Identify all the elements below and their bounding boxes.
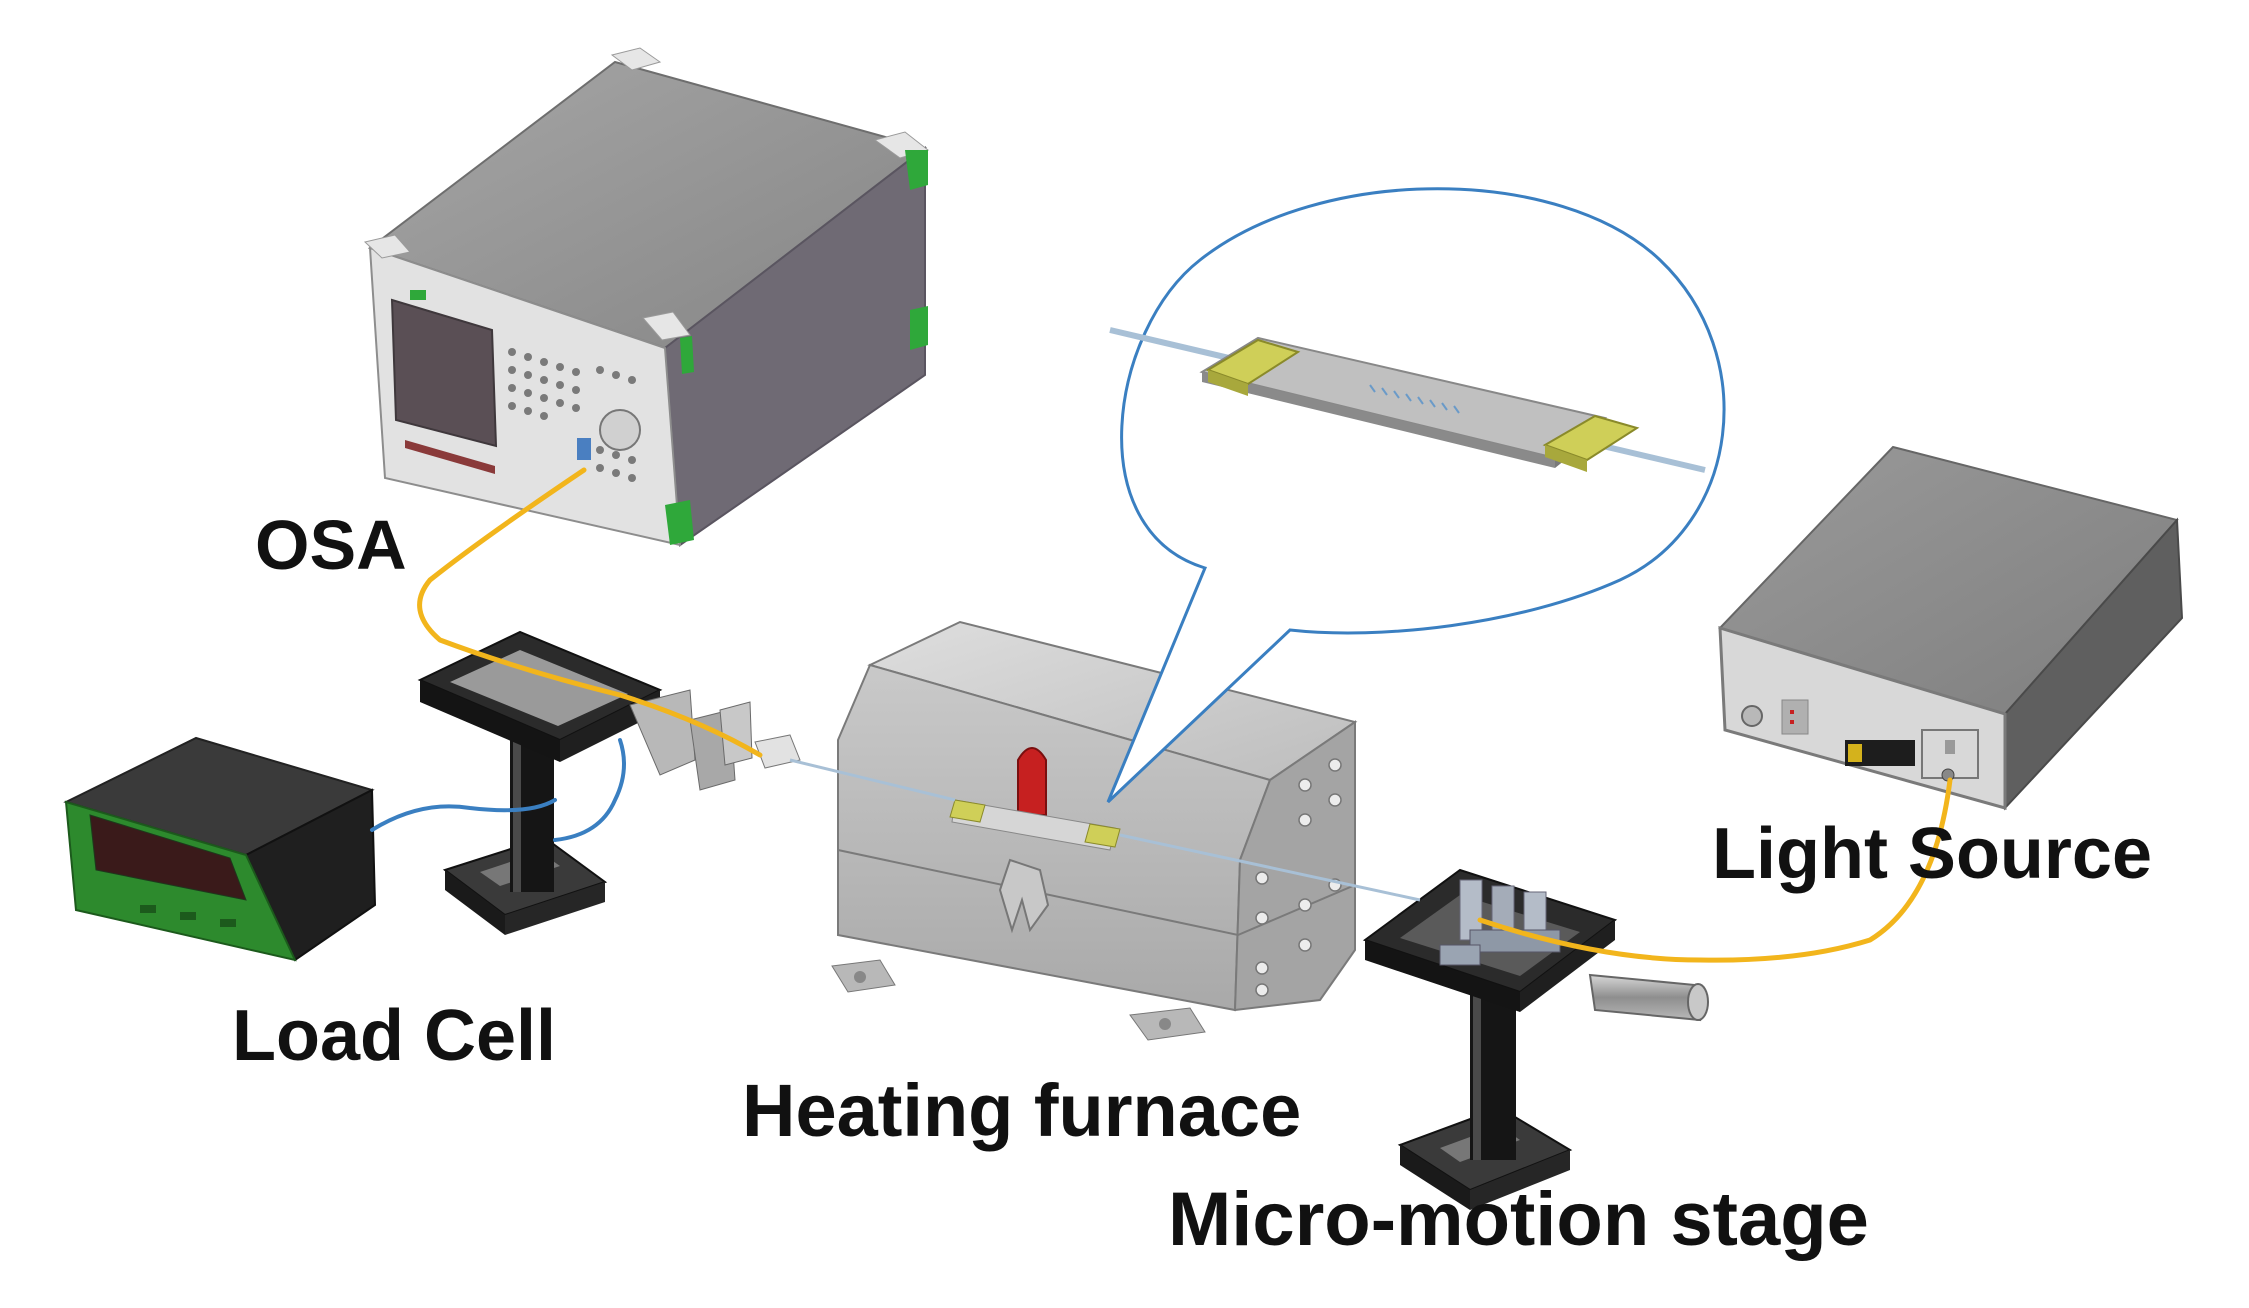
- osa-corner-bumpers: [363, 47, 930, 545]
- load-cell-display: [89, 814, 247, 901]
- heating-furnace-label: Heating furnace: [742, 1069, 1302, 1152]
- bare-fiber: [789, 758, 1421, 902]
- light-source-instrument: [1718, 445, 2184, 811]
- furnace-indicator-light: [1017, 747, 1047, 816]
- light-source-front: [1718, 625, 2007, 810]
- micro-motion-stage-label: Micro-motion stage: [1168, 1177, 1869, 1262]
- light-source-power-icon: [1741, 705, 1763, 727]
- furnace-clamp-pad-left: [949, 799, 986, 823]
- callout-bubble: [1106, 187, 1726, 804]
- signal-cables: [370, 738, 626, 842]
- optical-fibers: [417, 467, 1953, 963]
- osa-keypad: [508, 348, 636, 482]
- osa-fiber-port: [577, 438, 591, 460]
- light-source-label: Light Source: [1712, 814, 2153, 894]
- osa-instrument: [363, 47, 930, 547]
- osa-knob-icon: [599, 409, 641, 451]
- sensor-callout: [1106, 187, 1726, 804]
- load-cell-indicator: [63, 736, 377, 962]
- osa-label: OSA: [255, 506, 407, 584]
- load-cell-stand: [417, 630, 801, 935]
- osa-screen: [390, 298, 498, 448]
- heating-furnace: [831, 620, 1358, 1041]
- micro-motion-stage: [1362, 868, 1709, 1210]
- load-cell-label: Load Cell: [232, 996, 557, 1076]
- furnace-clamp-pad-right: [1084, 823, 1121, 848]
